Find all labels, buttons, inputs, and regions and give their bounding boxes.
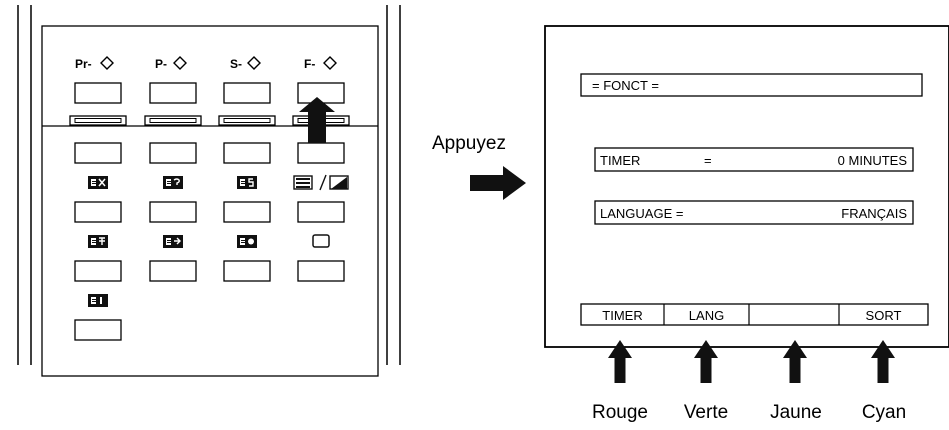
remote-button[interactable] [223,142,271,164]
up-arrow-icon [871,340,895,383]
remote-button[interactable] [74,142,122,164]
menu-item-timer[interactable]: TIMER [602,308,642,323]
remote-button-p[interactable] [149,82,197,104]
remote-button-pr[interactable] [74,82,122,104]
press-arrow-icon [299,97,335,143]
label-p: P- [155,57,167,71]
color-label-rouge: Rouge [592,402,648,423]
menu-bar: TIMER LANG SORT [580,303,929,326]
teletext-update-icon [237,235,257,248]
teletext-index-icon [163,235,183,248]
remote-button[interactable] [297,201,345,223]
teletext-reveal-icon [163,176,183,189]
color-label-verte: Verte [684,402,728,423]
tv-screen: = FONCT = TIMER = 0 MINUTES LANGUAGE = F… [544,25,949,348]
teletext-size-icon [237,176,257,189]
label-f: F- [304,57,315,71]
diamond-icon [323,56,337,70]
language-row[interactable] [594,200,914,225]
press-label: Appuyez [432,133,506,154]
remote-button[interactable] [223,201,271,223]
diamond-icon [247,56,261,70]
teletext-mix-icon [293,174,349,191]
label-pr: Pr- [75,57,92,71]
remote-button[interactable] [297,142,345,164]
up-arrow-icon [694,340,718,383]
menu-item-lang[interactable]: LANG [689,308,724,323]
diamond-icon [100,56,114,70]
remote-button[interactable] [149,142,197,164]
diamond-icon [173,56,187,70]
timer-equals: = [704,153,712,168]
menu-title-box [580,73,923,97]
remote-button-s[interactable] [223,82,271,104]
remote-key-red[interactable] [69,115,127,126]
remote-button[interactable] [223,260,271,282]
remote-control: Pr- P- S- F- [17,5,401,377]
up-arrow-icon [783,340,807,383]
menu-item-sort[interactable]: SORT [866,308,902,323]
remote-button[interactable] [297,260,345,282]
teletext-tv-icon [312,234,330,248]
remote-panel [41,25,379,377]
remote-button[interactable] [74,201,122,223]
remote-key-green[interactable] [144,115,202,126]
label-s: S- [230,57,242,71]
color-label-jaune: Jaune [770,402,822,423]
timer-value: 0 MINUTES [838,153,908,168]
up-arrow-icon [608,340,632,383]
teletext-subpage-icon [88,294,108,307]
color-label-cyan: Cyan [862,402,906,423]
teletext-exit-icon [88,176,108,189]
remote-button[interactable] [149,260,197,282]
timer-label: TIMER [600,153,640,168]
language-value: FRANÇAIS [841,206,907,221]
timer-row[interactable] [594,147,914,172]
right-arrow-icon [470,166,526,200]
teletext-hold-icon [88,235,108,248]
remote-button-f[interactable] [297,82,345,104]
remote-button[interactable] [74,260,122,282]
language-label: LANGUAGE = [600,206,683,221]
remote-button[interactable] [74,319,122,341]
menu-title: = FONCT = [592,78,659,93]
remote-key-yellow[interactable] [218,115,276,126]
remote-button[interactable] [149,201,197,223]
